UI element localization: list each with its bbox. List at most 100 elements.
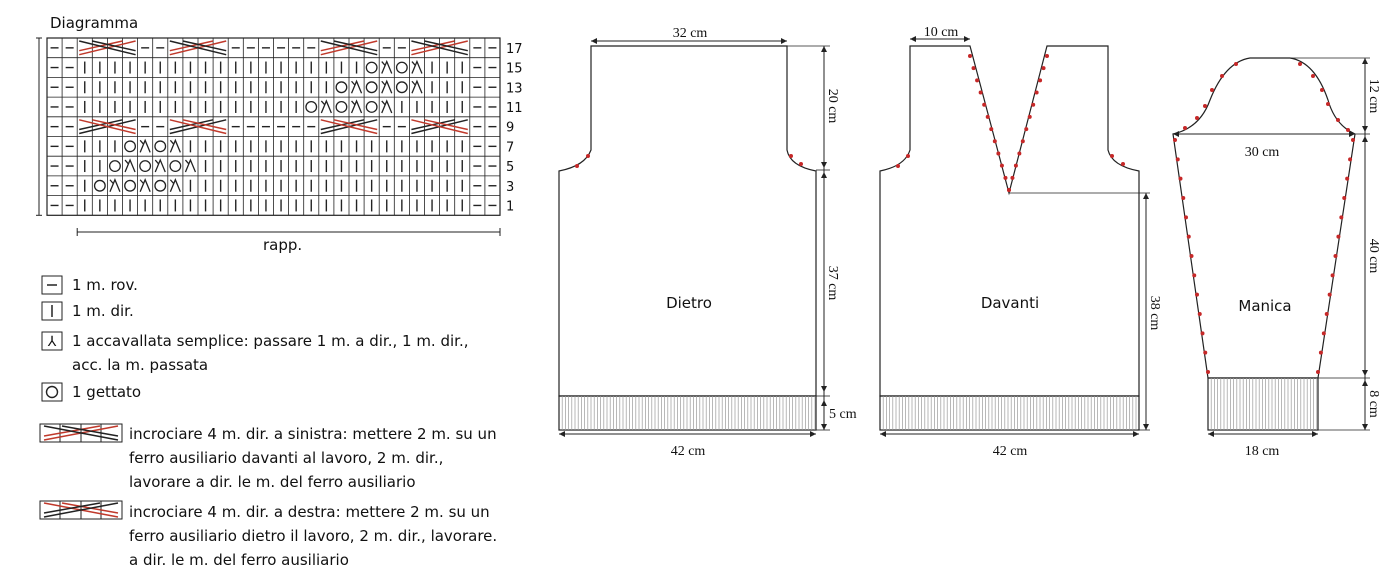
shaping-marker	[971, 66, 976, 71]
shaping-marker	[1346, 128, 1350, 132]
decrease-stitch	[350, 99, 363, 114]
decrease-stitch	[350, 79, 363, 94]
shaping-marker	[1189, 254, 1194, 258]
yarn-over-stitch	[154, 140, 167, 153]
back-armhole-height: 20 cm	[825, 89, 840, 124]
decrease-stitch	[169, 138, 181, 153]
legend-decrease-2: acc. la m. passata	[72, 356, 209, 374]
row-number: 7	[506, 140, 514, 155]
shaping-marker	[1336, 234, 1341, 239]
legend-cable-right-3: a dir. le m. del ferro ausiliario	[129, 551, 349, 569]
shaping-marker	[1173, 138, 1177, 142]
shaping-marker	[978, 90, 983, 95]
decrease-stitch	[320, 99, 332, 114]
sleeve-label: Manica	[1238, 297, 1291, 315]
legend-cable-right-1: incrociare 4 m. dir. a destra: mettere 2…	[129, 503, 490, 521]
shaping-marker	[1330, 273, 1335, 278]
shaping-marker	[1195, 116, 1199, 120]
decrease-stitch	[411, 59, 423, 74]
svg-text:⅄: ⅄	[47, 334, 57, 350]
front-piece	[879, 36, 1150, 437]
yarn-over-symbol	[41, 382, 63, 402]
back-ribbing	[558, 395, 817, 431]
shaping-marker	[1298, 62, 1302, 66]
diagram-title: Diagramma	[50, 14, 139, 32]
yarn-over-stitch	[93, 179, 106, 192]
sleeve-piece	[1172, 57, 1370, 437]
yarn-over-stitch	[365, 61, 378, 74]
shaping-marker	[1197, 312, 1202, 316]
sleeve-rib-lines	[1210, 378, 1318, 430]
legend-cable-left-1: incrociare 4 m. dir. a sinistra: mettere…	[129, 425, 497, 443]
row-number: 1	[506, 199, 514, 214]
shaping-marker	[992, 139, 997, 144]
row-number: 3	[506, 180, 514, 195]
shaping-marker	[1195, 292, 1199, 297]
yarn-over-stitch	[335, 81, 348, 94]
shaping-marker	[1024, 127, 1029, 132]
yarn-over-stitch	[395, 81, 408, 94]
purl-symbol	[41, 275, 63, 295]
front-ribbing	[879, 395, 1140, 431]
decrease-stitch	[109, 178, 121, 192]
shaping-marker	[1320, 88, 1324, 92]
decrease-stitch	[381, 79, 393, 94]
shaping-marker	[1020, 139, 1025, 144]
shaping-marker	[1045, 54, 1049, 58]
shaping-marker	[1186, 234, 1191, 239]
shaping-marker	[1336, 118, 1340, 122]
front-shoulder-width: 10 cm	[924, 25, 959, 40]
shaping-marker	[1333, 254, 1338, 258]
shaping-marker	[1316, 370, 1320, 374]
legend-decrease-1: 1 accavallata semplice: passare 1 m. a d…	[72, 332, 469, 350]
shaping-marker	[1181, 196, 1186, 200]
shaping-marker	[1351, 138, 1355, 142]
row-number: 17	[506, 42, 523, 57]
shaping-marker	[1184, 215, 1188, 220]
yarn-over-stitch	[124, 179, 137, 192]
back-label: Dietro	[666, 294, 712, 312]
yarn-over-stitch	[124, 140, 137, 153]
shaping-marker	[1038, 78, 1043, 83]
shaping-marker	[1003, 175, 1008, 180]
front-rib-lines	[882, 396, 1137, 430]
row-number: 15	[506, 62, 523, 77]
sleeve-cuff	[1207, 377, 1319, 431]
front-width: 42 cm	[993, 444, 1028, 459]
yarn-over-stitch	[169, 160, 182, 173]
shaping-marker	[1327, 292, 1332, 297]
shaping-marker	[1034, 90, 1039, 95]
shaping-marker	[1041, 66, 1046, 71]
sleeve-cuff-height: 8 cm	[1366, 390, 1381, 418]
sleeve-cap-height: 12 cm	[1366, 79, 1381, 114]
shaping-marker	[1200, 331, 1205, 336]
yarn-over-stitch	[305, 100, 318, 113]
legend-yarn-over: 1 gettato	[72, 383, 142, 401]
shaping-marker	[1234, 62, 1238, 66]
shaping-marker	[1206, 370, 1210, 374]
legend-cable-left-2: ferro ausiliario davanti al lavoro, 2 m.…	[129, 449, 444, 467]
shaping-marker	[1013, 163, 1018, 168]
shaping-marker	[1027, 114, 1032, 119]
cable-right-symbol	[39, 500, 123, 520]
decrease-stitch	[184, 158, 197, 173]
back-width: 42 cm	[671, 444, 706, 459]
shaping-marker	[1203, 104, 1207, 108]
front-height: 38 cm	[1147, 296, 1162, 331]
decrease-stitch	[411, 79, 423, 94]
legend-cable-left-3: lavorare a dir. le m. del ferro ausiliar…	[129, 473, 416, 491]
yarn-over-stitch	[365, 81, 378, 94]
decrease-stitch	[381, 59, 393, 74]
back-piece	[558, 38, 830, 437]
shaping-marker	[1175, 157, 1180, 162]
back-rib-height: 5 cm	[829, 407, 857, 422]
shaping-marker	[1321, 331, 1326, 336]
shaping-marker	[1311, 74, 1315, 78]
shaping-marker	[1326, 102, 1330, 106]
row-number: 9	[506, 121, 514, 136]
shaping-marker	[985, 114, 990, 119]
shaping-marker	[1007, 188, 1011, 192]
knit-symbol	[41, 301, 63, 321]
